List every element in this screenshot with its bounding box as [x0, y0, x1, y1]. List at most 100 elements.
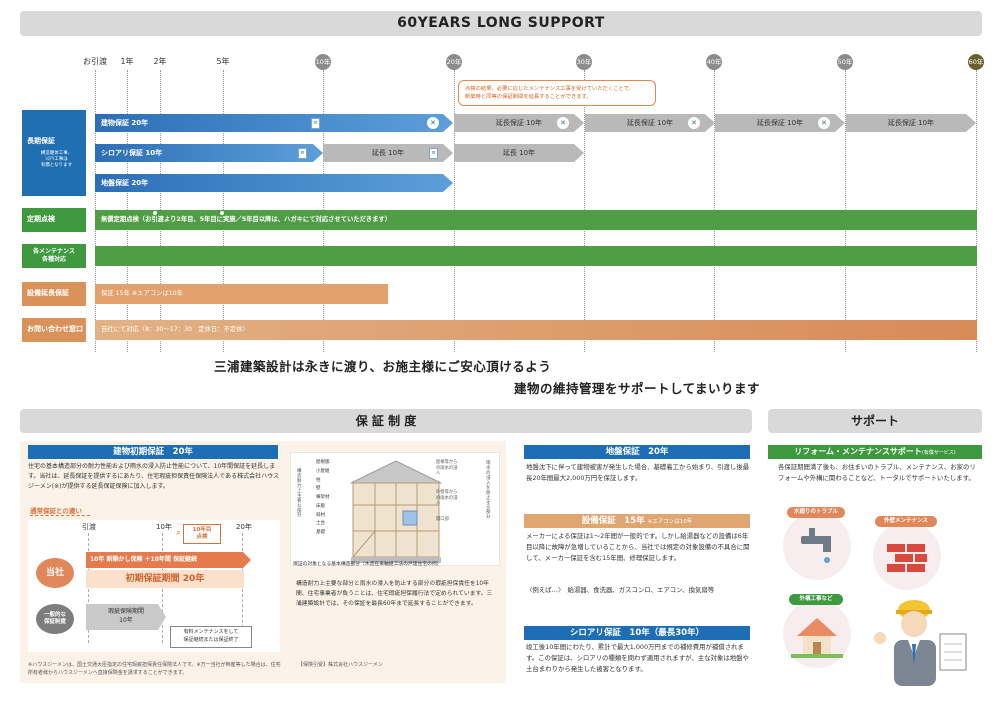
pill-wall-maintenance: 外壁メンテナンス — [875, 516, 937, 527]
diagram-label: 小屋組 — [316, 468, 330, 474]
diagram-label: 斜材 — [316, 512, 325, 518]
warranty-section-banner: 保 証 制 度 — [20, 409, 752, 433]
tools-icon: ✕ — [688, 117, 700, 129]
equipment-warranty-heading: 設備保証 15年 ※エアコンは10年 — [524, 514, 750, 528]
house-illustration — [350, 460, 442, 563]
bar-extend-1: 延長保証 10年 — [454, 114, 584, 132]
equipment-warranty-body: メーカーによる保証は1～2年間が一般的です。しかし給湯器などの設備は6年目以降に… — [526, 532, 750, 562]
structure-diagram — [290, 452, 500, 566]
worker-illustration — [868, 596, 980, 686]
tick-20y: 20年 — [446, 54, 462, 70]
bar-structure-warranty: 建物保証 20年 — [95, 114, 453, 132]
document-icon: ≡ — [311, 118, 320, 129]
diagram-explanation: 構造耐力上主要な部分と雨水の浸入を防止する部分の瑕疵担保責任を10年間、住宅事業… — [296, 581, 493, 607]
house-icon — [791, 618, 843, 658]
document-icon: ≡ — [429, 148, 438, 159]
row-label-equipment: 設備延長保証 — [22, 282, 86, 306]
support-section-banner: サポート — [768, 409, 982, 433]
callout-text: 点検の結果、必要に応じたメンテナンス工事を受けていただくことで、 新築時と同等の… — [465, 86, 635, 101]
bar-maintenance — [95, 246, 977, 266]
ours-total: 初期保証期間 20年 — [86, 570, 244, 588]
diagram-right-label: 開口部 — [436, 517, 449, 522]
tick-handover: お引渡 — [83, 57, 107, 66]
faucet-icon — [801, 528, 831, 563]
tick-60y: 60年 — [968, 54, 984, 70]
slogan-line-2: 建物の維持管理をサポートしてまいります — [514, 381, 761, 396]
pill-exterior-work: 外構工事など — [789, 594, 843, 605]
bar-termite-warranty: シロアリ保証 10年 — [95, 144, 323, 162]
compare-gridline — [88, 533, 89, 643]
tools-icon: ✕ — [818, 117, 830, 129]
top-banner-title: 60YEARS LONG SUPPORT — [397, 15, 605, 31]
exterior-work-circle — [783, 600, 851, 668]
bar-inspection: 無償定期点検（お引渡より2年目、5年目に実施／5年目以降は、ハガキにて対応させて… — [95, 210, 977, 230]
tick-5y: 5年 — [216, 57, 230, 66]
diagram-label: 壁 — [316, 486, 321, 492]
support-heading-text: リフォーム・メンテナンスサポート — [794, 447, 922, 456]
equipment-heading-note: ※エアコンは10年 — [647, 519, 693, 525]
support-heading: リフォーム・メンテナンスサポート(有償サービス) — [768, 445, 982, 459]
ground-warranty-heading: 地盤保証 20年 — [524, 445, 750, 459]
bar-termite-extend-1: 延長 10年 — [323, 144, 453, 162]
diagram-right-side-label: 雨水の浸入を防止する部分 — [486, 461, 491, 521]
support-heading-note: (有償サービス) — [921, 450, 956, 456]
document-icon: ≡ — [298, 148, 307, 159]
compare-title: 通常保証との違い — [30, 507, 82, 515]
diagram-label: 土台 — [316, 521, 325, 527]
diagram-labels: 屋根版 小屋組 柱 壁 横架材 床版 斜材 土台 基礎 — [316, 459, 330, 538]
bar-extend-4: 延長保証 10年 — [846, 114, 976, 132]
brick-wall-icon — [887, 544, 927, 572]
ours-label: 当社 — [36, 558, 74, 588]
bar-termite-extend-2: 延長 10年 — [454, 144, 584, 162]
tick-30y: 30年 — [576, 54, 592, 70]
diagram-label: 基礎 — [316, 530, 325, 536]
ours-bar: 10年 新築かし保険 ＋10年間 保証継続 — [86, 552, 251, 568]
inspection-dot-5y — [220, 211, 224, 215]
tick-40y: 40年 — [706, 54, 722, 70]
worker-icon — [874, 600, 967, 686]
support-section-title: サポート — [850, 414, 899, 428]
general-bar: 瑕疵保険期間 10年 — [86, 604, 166, 630]
magnifier-icon: ⌕ — [176, 528, 182, 538]
equipment-heading-text: 設備保証 15年 — [581, 516, 645, 526]
insurer-note: 【保険引受】株式会社ハウスジーメン — [298, 662, 383, 668]
ground-warranty-body: 地盤沈下に伴って建物被害が発生した場合、基礎着工から始まり、引渡し後最長20年間… — [526, 463, 750, 482]
bar-extend-3: 延長保証 10年 — [715, 114, 845, 132]
general-label: 一般的な 保証制度 — [36, 604, 74, 634]
tick-1y: 1年 — [120, 57, 134, 66]
tools-icon: ✕ — [557, 117, 569, 129]
compare-handover: 引渡 — [82, 523, 96, 531]
tick-2y: 2年 — [153, 57, 167, 66]
diagram-right-label: 外壁等からの雨水の浸入 — [436, 490, 458, 507]
inspection-dot-2y — [153, 211, 157, 215]
row-label-long-warranty: 長期保証 構造躯体工事、 ｼﾛｱﾘ工事は 有償となります — [22, 110, 86, 196]
diagram-label: 床版 — [316, 503, 325, 509]
row-label-text: 各メンテナンス 各種対応 — [33, 247, 75, 263]
row-label-text: 定期点検 — [27, 215, 55, 224]
compare-20y: 20年 — [236, 523, 252, 531]
warranty-section-title: 保 証 制 度 — [355, 414, 417, 428]
extension-callout: 点検の結果、必要に応じたメンテナンス工事を受けていただくことで、 新築時と同等の… — [458, 80, 656, 106]
diagram-caption: 保証の対象となる基本構造部分（木造在来軸組工法の戸建住宅の例） — [293, 562, 442, 567]
row-label-text: 長期保証 — [27, 137, 55, 146]
top-banner: 60YEARS LONG SUPPORT — [20, 11, 982, 36]
pill-water-trouble: 水廻りのトラブル — [787, 507, 845, 518]
equipment-examples: 〈例えば…〉 給湯器、食洗器、ガスコンロ、エアコン、換気扇等 — [526, 586, 715, 594]
row-label-inspection: 定期点検 — [22, 208, 86, 232]
tick-10y: 10年 — [315, 54, 331, 70]
row-label-text: お問い合わせ窓口 — [27, 325, 83, 334]
support-body: 各保証期間満了後も、お住まいのトラブル、メンテナンス、お家のリフォームや外構に関… — [778, 463, 976, 482]
row-label-sub: 構造躯体工事、 ｼﾛｱﾘ工事は 有償となります — [40, 150, 73, 168]
bar-extend-2: 延長保証 10年 — [585, 114, 715, 132]
diagram-right-label: 屋根等からの雨水の浸入 — [436, 460, 458, 477]
diagram-side-label: 構造耐力上主要な部分 — [297, 469, 302, 519]
compare-gridline — [162, 533, 163, 643]
diagram-label: 柱 — [316, 477, 321, 483]
row-label-maintenance: 各メンテナンス 各種対応 — [22, 244, 86, 268]
compare-gridline — [242, 533, 243, 643]
initial-warranty-heading: 建物初期保証 20年 — [28, 445, 278, 459]
tools-icon: ✕ — [427, 117, 439, 129]
general-note: 有料メンテナンスをして 保証継続または保証終了 — [170, 626, 252, 648]
row-label-text: 設備延長保証 — [27, 289, 69, 298]
wall-maintenance-circle — [873, 522, 941, 590]
